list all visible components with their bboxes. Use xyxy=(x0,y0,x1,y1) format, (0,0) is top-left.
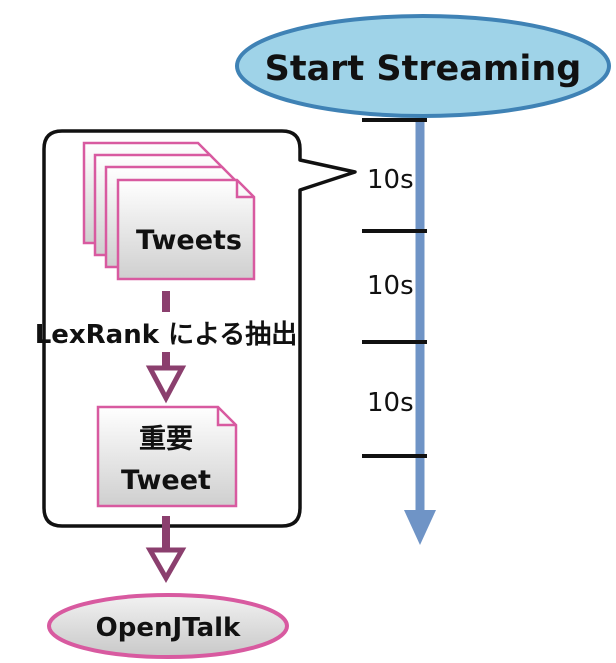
timeline: 10s 10s 10s xyxy=(362,118,436,545)
important-tweet-line2: Tweet xyxy=(121,465,211,496)
important-tweet-line1: 重要 xyxy=(139,424,193,455)
tweet-doc-front xyxy=(116,178,256,281)
tweets-stack: Tweets xyxy=(82,141,256,281)
interval-label-2: 10s xyxy=(367,271,414,301)
extract-arrow xyxy=(145,291,187,404)
openjtalk-node: OpenJTalk xyxy=(47,593,289,659)
start-streaming-label: Start Streaming xyxy=(265,49,582,89)
interval-label-3: 10s xyxy=(367,388,414,418)
tweets-label: Tweets xyxy=(136,225,242,256)
output-arrow xyxy=(145,516,187,584)
interval-label-1: 10s xyxy=(367,165,414,195)
extract-label: LexRank による抽出 xyxy=(35,320,298,350)
important-tweet-doc: 重要 Tweet xyxy=(96,405,238,508)
start-streaming-node: Start Streaming xyxy=(235,14,611,118)
timeline-arrowhead xyxy=(404,510,436,545)
openjtalk-label: OpenJTalk xyxy=(96,613,241,643)
